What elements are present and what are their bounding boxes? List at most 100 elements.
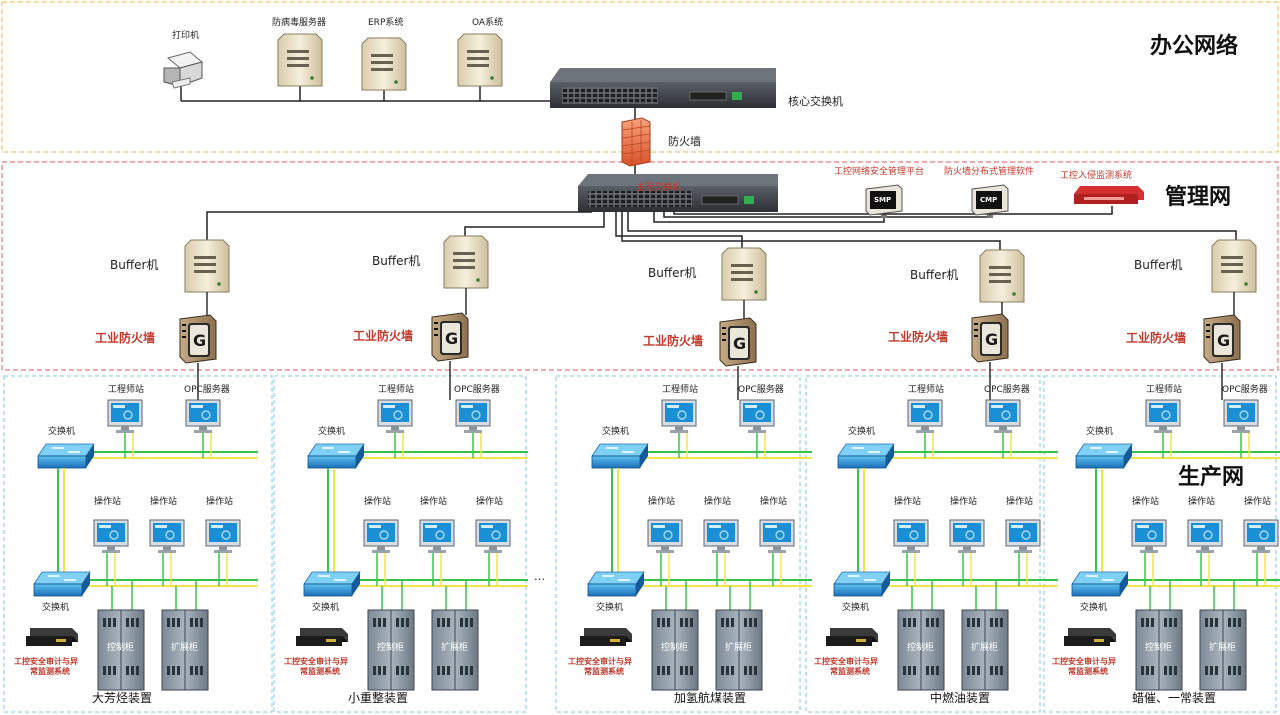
smp-badge: SMP xyxy=(874,196,891,204)
opc-server-label: OPC服务器 xyxy=(454,383,500,395)
operator-station-icon xyxy=(149,519,185,554)
control-cabinet-label: 控制柜 xyxy=(1145,641,1172,653)
operator-station-label: 操作站 xyxy=(1006,495,1033,507)
management-zone-title: 管理网 xyxy=(1165,184,1231,210)
industrial-firewall-label: 工业防火墙 xyxy=(888,329,948,344)
operator-station-label: 操作站 xyxy=(150,495,177,507)
lower-switch-label: 交换机 xyxy=(596,601,623,613)
audit-monitor-icon xyxy=(296,628,348,646)
opc-server-icon xyxy=(455,399,491,434)
oa-server-icon xyxy=(457,33,503,87)
buffer-label: Buffer机 xyxy=(110,258,158,272)
buffer-label: Buffer机 xyxy=(648,266,696,280)
audit-label-line1: 工控安全审计与异 xyxy=(1052,656,1116,666)
industrial-firewall-label: 工业防火墙 xyxy=(1126,330,1186,345)
industrial-firewall-glyph: G xyxy=(193,331,206,350)
operator-station-icon xyxy=(893,519,929,554)
lower-switch-icon xyxy=(833,571,891,597)
buffer-server-icon xyxy=(1211,239,1257,293)
ellipsis: … xyxy=(534,570,545,583)
operator-station-icon xyxy=(1243,519,1279,554)
audit-label-line1: 工控安全审计与异 xyxy=(814,656,878,666)
opc-server-label: OPC服务器 xyxy=(1222,383,1268,395)
opc-server-icon xyxy=(1223,399,1259,434)
audit-label-line2: 常监测系统 xyxy=(300,666,340,676)
audit-label-line2: 常监测系统 xyxy=(1068,666,1108,676)
cmp-software-icon xyxy=(971,184,1009,218)
buffer-server-icon xyxy=(443,235,489,289)
upper-switch-label: 交换机 xyxy=(602,425,629,437)
operator-station-icon xyxy=(93,519,129,554)
ids-label: 工控入侵监测系统 xyxy=(1060,169,1132,181)
audit-label-line2: 常监测系统 xyxy=(30,666,70,676)
plant-name: 大芳烃装置 xyxy=(92,691,152,705)
lower-switch-icon xyxy=(303,571,361,597)
management-wires xyxy=(206,206,1237,250)
operator-station-label: 操作站 xyxy=(950,495,977,507)
opc-server-label: OPC服务器 xyxy=(984,383,1030,395)
operator-station-label: 操作站 xyxy=(1244,495,1271,507)
lower-switch-icon xyxy=(33,571,91,597)
engineer-station-label: 工程师站 xyxy=(108,383,144,395)
office-lan-wires xyxy=(180,85,550,102)
lower-switch-icon xyxy=(1071,571,1129,597)
operator-station-label: 操作站 xyxy=(476,495,503,507)
control-cabinet-label: 控制柜 xyxy=(661,641,688,653)
core-switch-label: 核心交换机 xyxy=(788,94,843,108)
audit-monitor-icon xyxy=(826,628,878,646)
upper-switch-icon xyxy=(307,443,365,469)
lower-switch-label: 交换机 xyxy=(1080,601,1107,613)
buffer-server-icon xyxy=(184,239,230,293)
upper-switch-icon xyxy=(37,443,95,469)
engineer-station-icon xyxy=(661,399,697,434)
expansion-cabinet-label: 扩展柜 xyxy=(441,641,468,653)
audit-monitor-icon xyxy=(26,628,78,646)
upper-switch-label: 交换机 xyxy=(848,425,875,437)
lower-switch-icon xyxy=(587,571,645,597)
plant-name: 小重整装置 xyxy=(348,690,408,705)
buffer-label: Buffer机 xyxy=(1134,258,1182,272)
expansion-cabinet-label: 扩展柜 xyxy=(1209,641,1236,653)
upper-switch-label: 交换机 xyxy=(318,425,345,437)
main-switch-icon xyxy=(578,174,778,212)
engineer-station-icon xyxy=(377,399,413,434)
operator-station-icon xyxy=(703,519,739,554)
operator-station-icon xyxy=(1187,519,1223,554)
operator-station-icon xyxy=(647,519,683,554)
operator-station-label: 操作站 xyxy=(760,495,787,507)
operator-station-label: 操作站 xyxy=(704,495,731,507)
expansion-cabinet-label: 扩展柜 xyxy=(171,641,198,653)
opc-server-icon xyxy=(185,399,221,434)
plant-name: 中燃油装置 xyxy=(930,690,990,705)
buffer-label: Buffer机 xyxy=(372,254,420,268)
audit-label-line1: 工控安全审计与异 xyxy=(568,656,632,666)
operator-station-icon xyxy=(1005,519,1041,554)
erp-server-icon xyxy=(361,37,407,91)
expansion-cabinet-label: 扩展柜 xyxy=(971,641,998,653)
opc-server-label: OPC服务器 xyxy=(738,383,784,395)
management-zone xyxy=(1,161,1279,371)
industrial-firewall-glyph: G xyxy=(445,329,458,348)
operator-station-label: 操作站 xyxy=(648,495,675,507)
antivirus-server-icon xyxy=(277,33,323,87)
operator-station-icon xyxy=(475,519,511,554)
audit-monitor-icon xyxy=(580,628,632,646)
operator-station-icon xyxy=(949,519,985,554)
industrial-firewall-label: 工业防火墙 xyxy=(95,330,155,345)
upper-switch-icon xyxy=(1075,443,1133,469)
buffer-server-icon xyxy=(979,249,1025,303)
operator-station-icon xyxy=(419,519,455,554)
cmp-badge: CMP xyxy=(980,196,997,204)
firewall-label: 防火墙 xyxy=(668,134,701,148)
oa-label: OA系统 xyxy=(472,16,503,28)
engineer-station-label: 工程师站 xyxy=(908,383,944,395)
lower-switch-label: 交换机 xyxy=(42,601,69,613)
buffer-server-icon xyxy=(721,247,767,301)
lower-switch-label: 交换机 xyxy=(842,601,869,613)
upper-switch-label: 交换机 xyxy=(48,425,75,437)
